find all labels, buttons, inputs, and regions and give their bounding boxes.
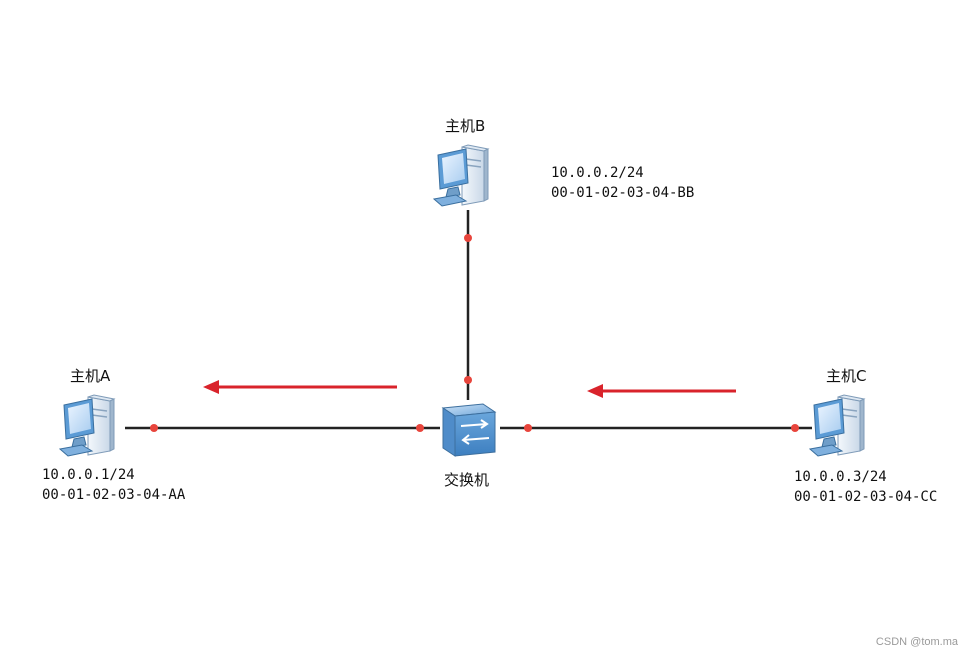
host-a-ip: 10.0.0.1/24: [42, 467, 135, 483]
host-a-address: 10.0.0.1/24 00-01-02-03-04-AA: [42, 465, 185, 505]
host-c-ip: 10.0.0.3/24: [794, 469, 887, 485]
port-dot: [464, 234, 472, 242]
switch-icon: [442, 403, 496, 457]
host-b-ip: 10.0.0.2/24: [551, 165, 644, 181]
computer-icon: [59, 394, 115, 457]
port-dot: [464, 376, 472, 384]
port-dot: [524, 424, 532, 432]
host-c-mac: 00-01-02-03-04-CC: [794, 489, 938, 505]
host-a-name: 主机A: [70, 367, 111, 385]
host-b-address: 10.0.0.2/24 00-01-02-03-04-BB: [551, 163, 694, 203]
port-dot: [791, 424, 799, 432]
port-dot: [416, 424, 424, 432]
watermark: CSDN @tom.ma: [875, 636, 958, 648]
switch-label: 交换机: [444, 471, 490, 489]
host-c-address: 10.0.0.3/24 00-01-02-03-04-CC: [794, 467, 937, 507]
arrow-switch-to-host-a: [203, 380, 397, 394]
port-dot: [150, 424, 158, 432]
host-b-name: 主机B: [445, 117, 486, 135]
computer-icon: [433, 144, 489, 207]
arrow-host-c-to-switch: [587, 384, 736, 398]
host-a-mac: 00-01-02-03-04-AA: [42, 487, 186, 503]
computer-icon: [809, 394, 865, 457]
host-b-mac: 00-01-02-03-04-BB: [551, 185, 695, 201]
host-c-name: 主机C: [826, 367, 867, 385]
